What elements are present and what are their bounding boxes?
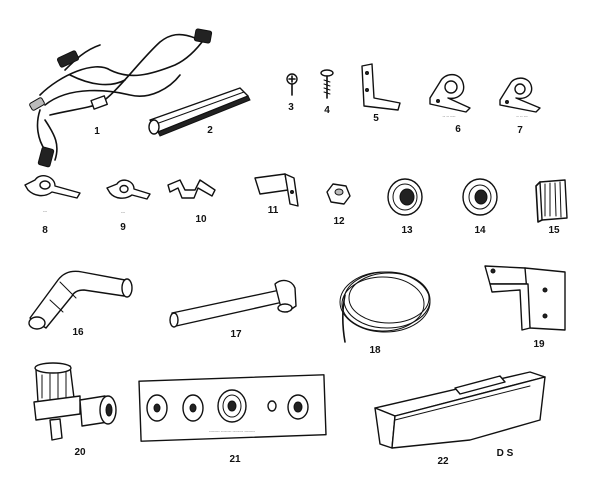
part-label: 12 — [333, 216, 345, 227]
part-clamp-medium: -- -- --- 7 — [499, 77, 541, 136]
part-label: 9 — [120, 222, 126, 233]
part-label: 5 — [373, 113, 379, 124]
part-label: 16 — [72, 327, 84, 338]
svg-text:-- -- ----: -- -- ---- — [443, 113, 457, 118]
part-label: 17 — [230, 329, 242, 340]
part-clip-a: --- 8 — [24, 175, 81, 236]
part-label: 4 — [324, 105, 330, 116]
part-label: 15 — [548, 225, 560, 236]
part-clamp-large: -- -- ---- 6 — [429, 73, 471, 135]
part-mounting-bracket: 19 — [484, 265, 566, 350]
ds-label: D S — [497, 448, 514, 459]
svg-text:---: --- — [121, 209, 126, 214]
part-water-valve: 20 — [33, 362, 117, 458]
part-nut: 12 — [326, 183, 351, 227]
svg-text:-- -- ---: -- -- --- — [516, 113, 528, 118]
part-elbow-tube: 16 — [28, 270, 133, 338]
part-wire-harness: 1 — [29, 28, 213, 168]
part-gasket-strip: 2 — [148, 87, 251, 137]
part-label: 11 — [268, 205, 279, 216]
part-label: 8 — [42, 225, 48, 236]
part-label: 6 — [455, 124, 461, 135]
part-grommet-a: 13 — [387, 178, 423, 236]
part-clip-c: 10 — [167, 179, 216, 225]
part-fill-tube: 17 — [169, 279, 297, 340]
part-label: 2 — [207, 125, 213, 136]
part-ice-bin: 22 D S — [374, 371, 546, 467]
part-label: 14 — [474, 225, 486, 236]
part-label: 3 — [288, 102, 294, 113]
part-spring-clip: 15 — [535, 179, 568, 236]
part-clip-b: --- 9 — [106, 179, 151, 233]
part-grommet-b: 14 — [462, 178, 498, 236]
part-label: 18 — [369, 345, 381, 356]
part-label: 10 — [195, 214, 207, 225]
part-label: 21 — [229, 454, 241, 465]
part-label: 22 — [437, 456, 449, 467]
part-screw-a: 3 — [286, 73, 298, 113]
part-label: 7 — [517, 125, 523, 136]
part-screw-b: 4 — [320, 69, 334, 116]
part-label: 1 — [94, 126, 100, 137]
part-clip-d: 11 — [254, 173, 299, 216]
part-fitting-kit: -------- -------- -------- -------- 21 — [138, 374, 327, 465]
part-label: 20 — [74, 447, 86, 458]
part-label: 19 — [533, 339, 545, 350]
part-label: 13 — [401, 225, 413, 236]
part-bracket-l: 5 — [361, 63, 401, 124]
svg-text:-------- -------- -------- ---: -------- -------- -------- -------- — [209, 428, 256, 433]
part-water-line: 18 — [339, 271, 431, 356]
svg-text:---: --- — [43, 208, 48, 213]
